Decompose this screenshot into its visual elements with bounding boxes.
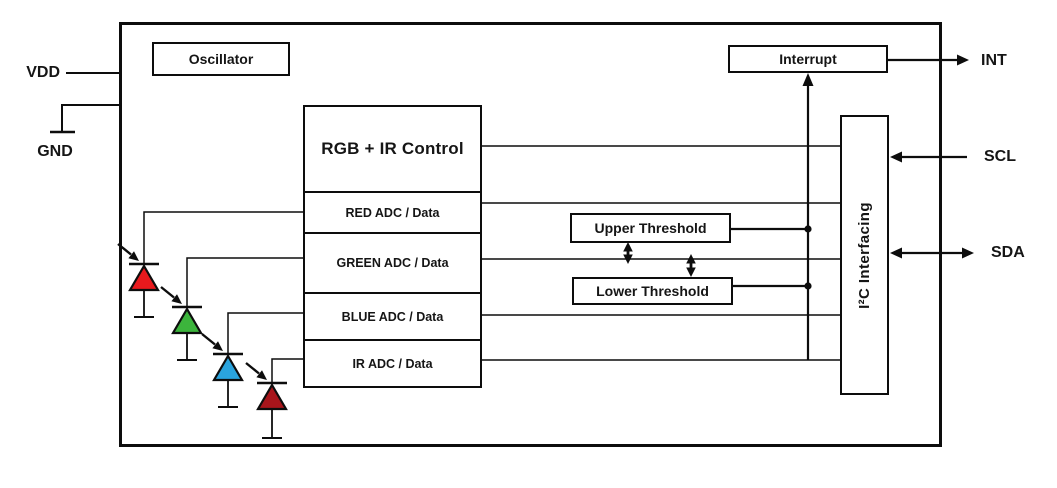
right-arrowhead-icon [962, 247, 974, 259]
pin-label-gnd: GND [37, 143, 73, 160]
interrupt-block: Interrupt [728, 45, 888, 73]
lower-threshold-block: Lower Threshold [572, 277, 733, 305]
oscillator-block: Oscillator [152, 42, 290, 76]
compare-arrow-icon [686, 254, 696, 277]
right-arrowhead-icon [957, 54, 969, 66]
rgb-ir-control-label: RGB + IR Control [321, 139, 464, 158]
int-wire [886, 54, 969, 66]
left-arrowhead-icon [890, 151, 902, 163]
up-arrowhead-icon [802, 73, 814, 86]
compare-arrow-icon [623, 242, 633, 264]
left-arrowhead-icon [890, 247, 902, 259]
ir-adc-label: IR ADC / Data [352, 356, 433, 371]
scl-wire [890, 151, 967, 163]
threshold-connectors [731, 227, 808, 288]
interrupt-label: Interrupt [779, 51, 837, 67]
blue-adc-label: BLUE ADC / Data [341, 309, 444, 324]
chip-boundary [119, 22, 942, 447]
pin-label-vdd: VDD [26, 64, 60, 81]
data-bus-lines [482, 145, 840, 361]
green-adc-label: GREEN ADC / Data [336, 256, 449, 270]
red-adc-section: RED ADC / Data [305, 191, 480, 232]
red-adc-label: RED ADC / Data [345, 205, 440, 220]
oscillator-label: Oscillator [188, 51, 254, 67]
pin-label-scl: SCL [984, 148, 1016, 165]
light-arrow-icon [245, 362, 267, 380]
light-arrow-icon [160, 286, 182, 304]
rgb-ir-control-section: RGB + IR Control [305, 107, 480, 191]
upper-threshold-block: Upper Threshold [570, 213, 731, 243]
i2c-interfacing-label: I²C Interfacing [856, 201, 873, 309]
ir-adc-section: IR ADC / Data [305, 339, 480, 386]
light-arrow-icon [201, 333, 223, 351]
i2c-interfacing-block: I²C Interfacing [840, 115, 889, 395]
blue-adc-section: BLUE ADC / Data [305, 292, 480, 339]
gnd-wire [50, 104, 119, 134]
lower-threshold-label: Lower Threshold [596, 283, 709, 299]
blue-photodiode [201, 312, 303, 408]
rgb-ir-adc-block: RGB + IR Control RED ADC / Data GREEN AD… [303, 105, 482, 388]
red-photodiode [117, 211, 303, 318]
pin-label-sda: SDA [991, 244, 1025, 261]
green-adc-section: GREEN ADC / Data [305, 232, 480, 292]
sda-wire [890, 247, 974, 259]
green-photodiode [160, 257, 303, 361]
upper-threshold-label: Upper Threshold [594, 220, 707, 236]
pin-label-int: INT [981, 52, 1007, 69]
ir-photodiode [245, 358, 303, 439]
